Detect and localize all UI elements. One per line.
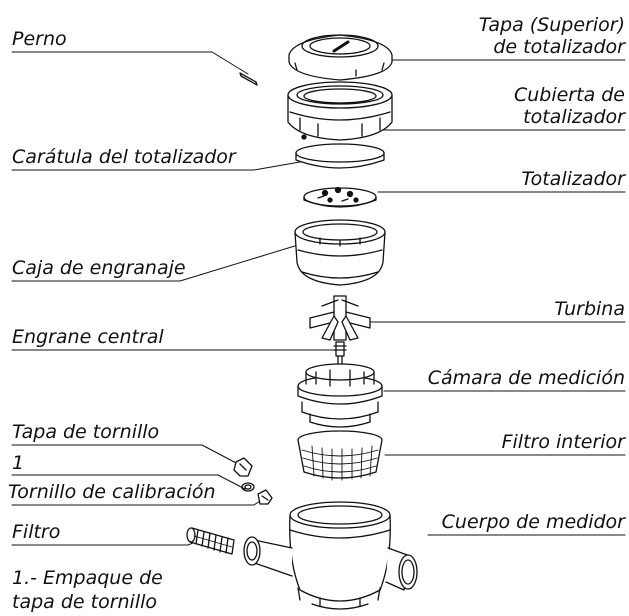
empaque-part: [241, 482, 255, 492]
tapa-tornillo-part: [233, 457, 253, 477]
totalizador-part: [303, 186, 377, 208]
label-cubierta-line1: Cubierta de: [513, 84, 625, 106]
filtro-part: [186, 527, 235, 555]
caratula-part: [295, 143, 385, 169]
engrane-central-part: [333, 341, 347, 367]
label-tapa-tornillo: Tapa de tornillo: [12, 421, 160, 443]
label-camara-medicion: Cámara de medición: [427, 367, 625, 389]
label-tapa-superior-line2: de totalizador: [493, 36, 625, 58]
label-perno: Perno: [12, 28, 67, 50]
label-cuerpo-medidor: Cuerpo de medidor: [441, 511, 625, 533]
label-tornillo-calibracion: Tornillo de calibración: [8, 481, 216, 503]
caja-engranaje-part: [294, 219, 386, 286]
label-empaque-line2: tapa de tornillo: [12, 591, 158, 613]
label-filtro: Filtro: [12, 521, 61, 543]
label-engrane-central: Engrane central: [12, 326, 164, 348]
label-filtro-interior: Filtro interior: [501, 431, 625, 453]
tornillo-calibracion-part: [257, 489, 273, 505]
filtro-interior-part: [297, 430, 383, 481]
label-cubierta-line2: totalizador: [523, 106, 625, 128]
perno-part: [239, 72, 258, 86]
label-caja-engranaje: Caja de engranaje: [12, 257, 186, 279]
label-caratula: Carátula del totalizador: [12, 146, 236, 168]
cubierta-part: [287, 81, 393, 141]
label-turbina: Turbina: [554, 298, 625, 320]
cuerpo-medidor-part: [243, 501, 418, 610]
camara-medicion-part: [297, 363, 383, 428]
label-totalizador: Totalizador: [521, 168, 625, 190]
turbina-part: [309, 295, 371, 341]
label-uno: 1: [12, 452, 25, 474]
label-tapa-superior-line1: Tapa (Superior): [478, 14, 625, 36]
label-empaque-line1: 1.- Empaque de: [12, 567, 163, 589]
tapa-superior-part: [288, 34, 393, 81]
